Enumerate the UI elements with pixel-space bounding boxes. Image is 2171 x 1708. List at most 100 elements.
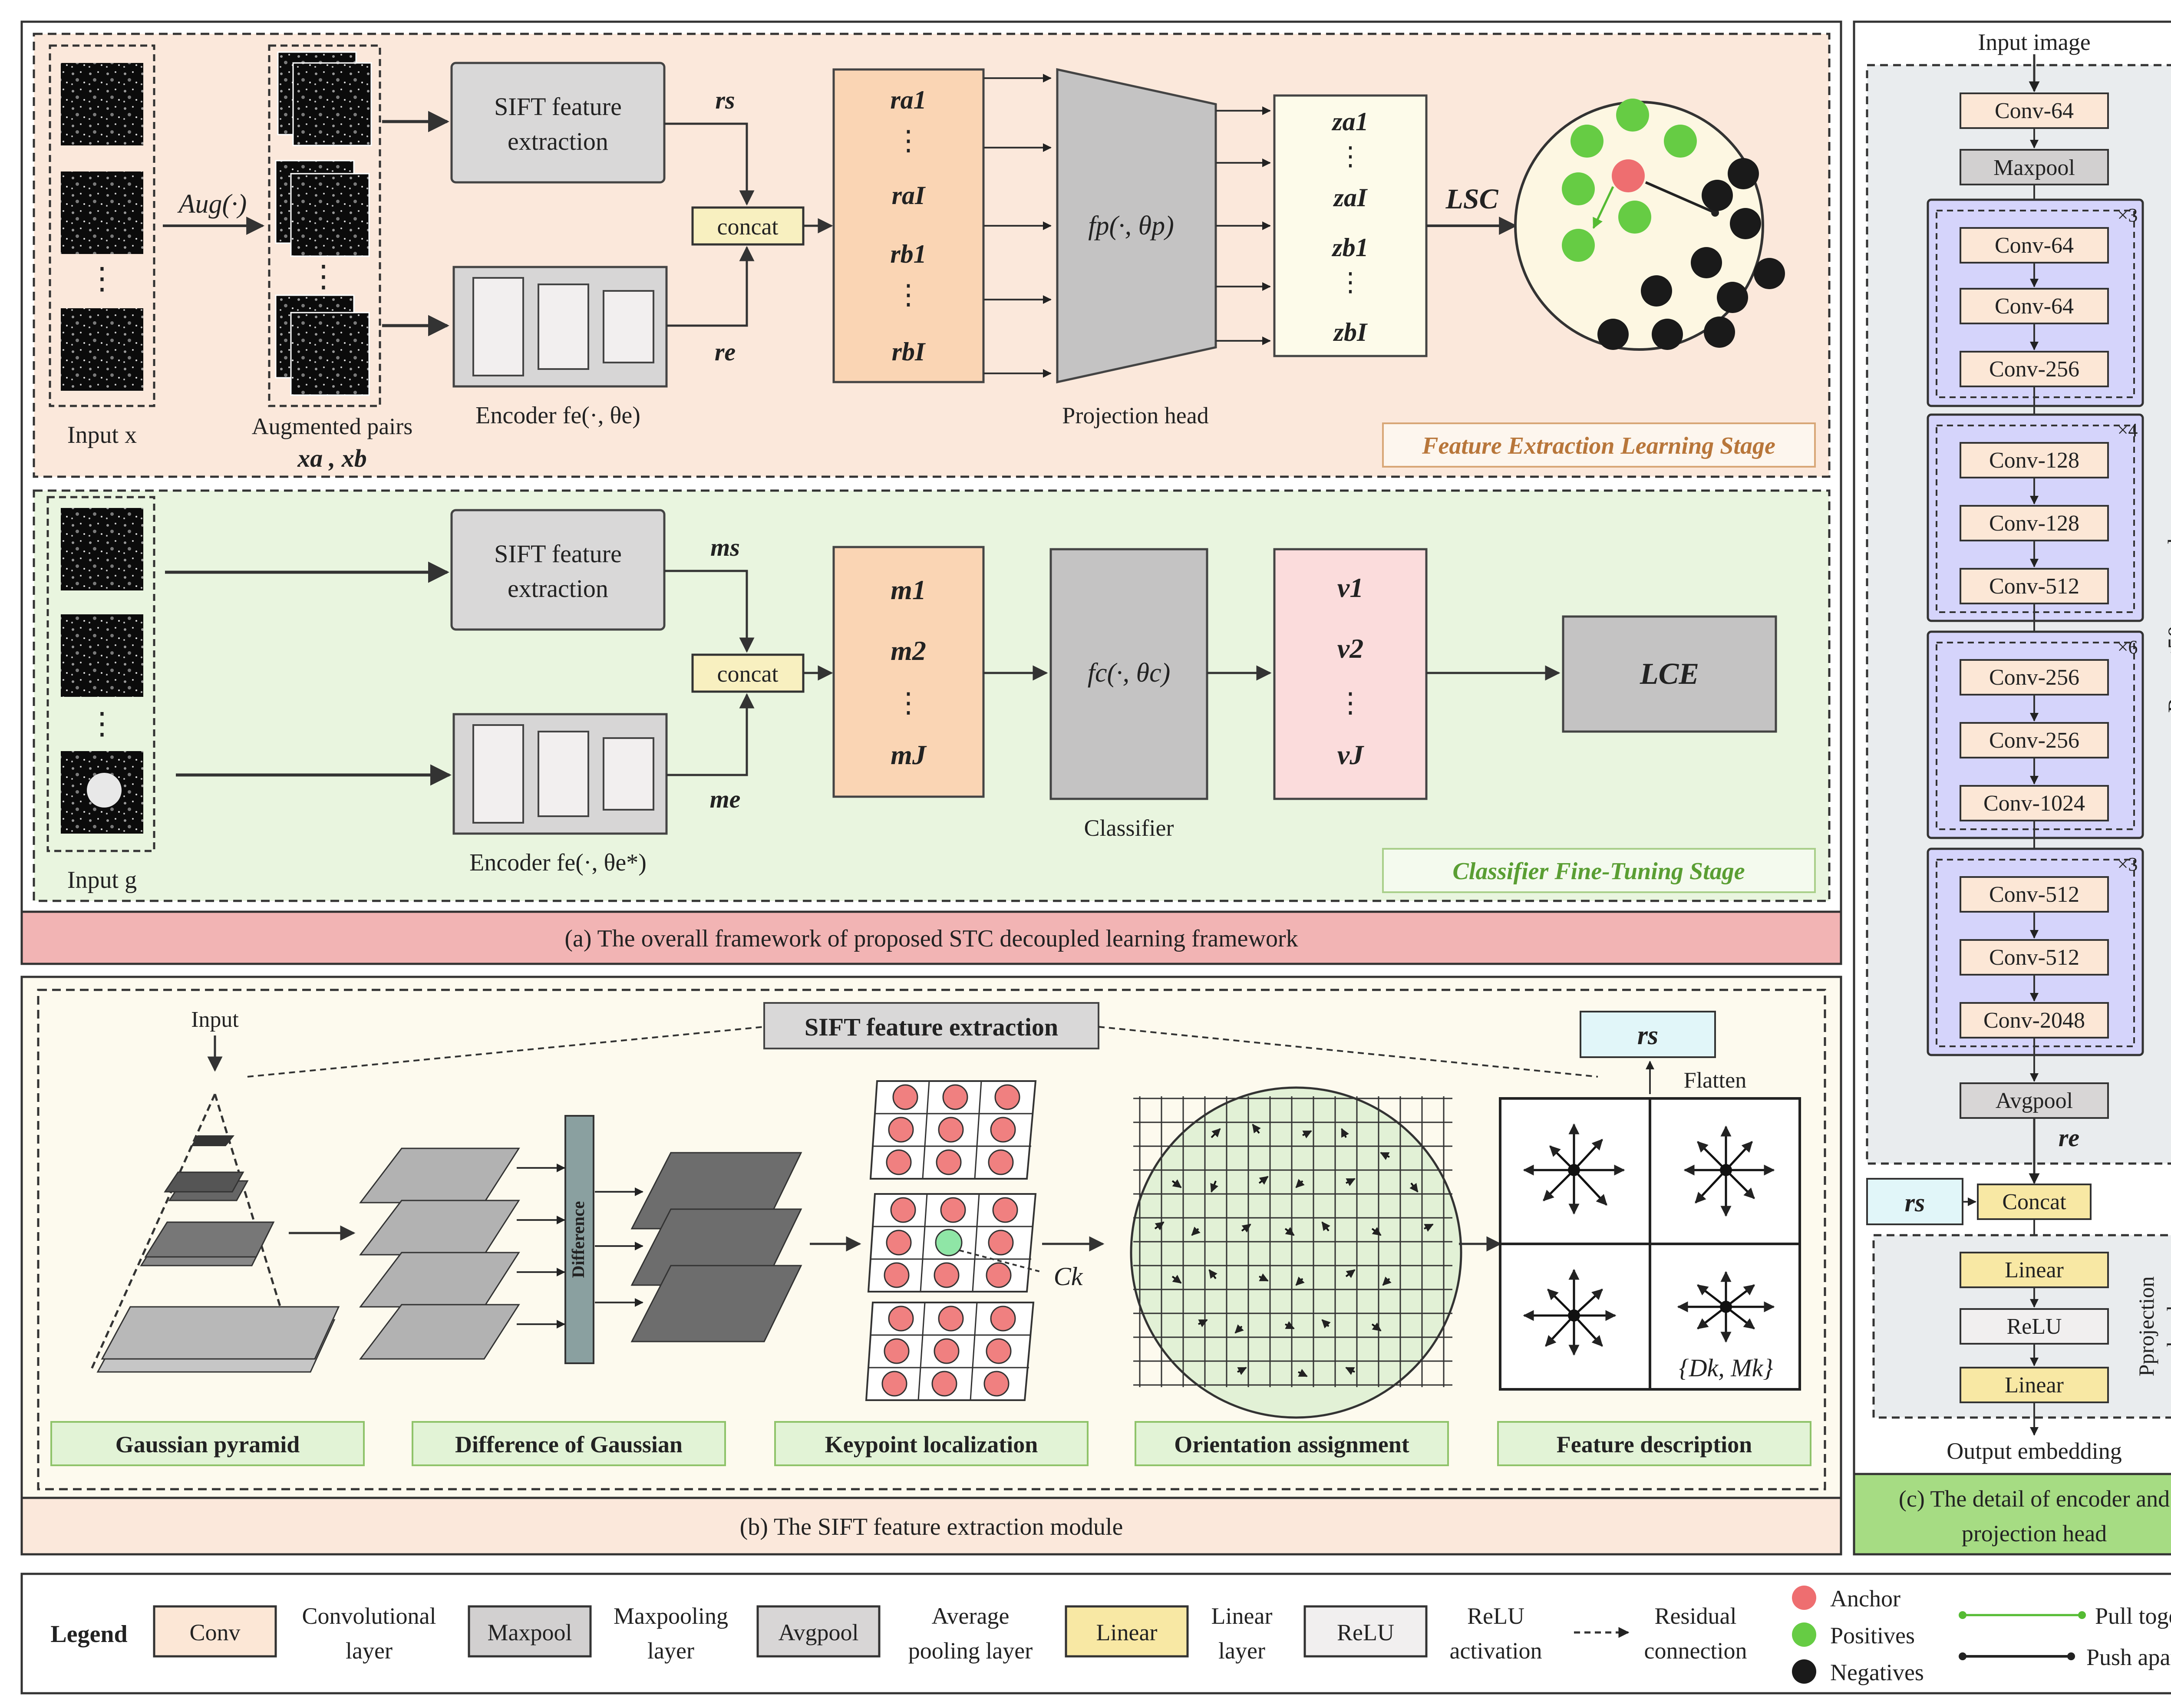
ellipsis-icon: ⋮	[87, 262, 117, 296]
step-gaussian-pyramid: Gaussian pyramid	[115, 1431, 300, 1457]
stage2-label: Classifier Fine-Tuning Stage	[1452, 858, 1745, 885]
legend-title: Legend	[50, 1621, 127, 1648]
concat-box	[691, 206, 805, 246]
negative-point	[1754, 258, 1785, 289]
input-label-b: Input	[191, 1007, 239, 1032]
block4-rep: ×3	[2118, 854, 2138, 875]
dk-mk-label: {Dk, Mk}	[1679, 1354, 1773, 1382]
legend-relu-swatch	[1303, 1605, 1428, 1658]
caption-c-box	[1853, 1473, 2171, 1556]
v-ellipsis: ⋮	[1336, 687, 1364, 718]
block2-layer3: Conv-512	[1989, 574, 2079, 599]
legend-linear-box: Linear	[1096, 1619, 1158, 1645]
legend-negatives: Negatives	[1830, 1659, 1924, 1685]
block1-layer3: Conv-256	[1989, 357, 2079, 382]
embedding-ellipsis: ⋮	[1337, 142, 1363, 171]
rs-label-c: rs	[1905, 1188, 1925, 1217]
sift-line1: SIFT feature	[494, 92, 622, 121]
negative-point	[1597, 319, 1629, 350]
avgpool-box	[1960, 1082, 2109, 1119]
rs-label: rs	[715, 86, 735, 114]
feature-column	[832, 68, 985, 383]
encoder-label-ft: Encoder fe(·, θe*)	[469, 849, 647, 876]
anchor-point	[1612, 159, 1645, 192]
sift-line1-ft: SIFT feature	[494, 540, 622, 568]
ms-label: ms	[710, 533, 740, 561]
input-x-group	[49, 44, 155, 407]
proj-side-line1: Pprojection	[2134, 1276, 2158, 1377]
legend-relu-line1: ReLU	[1467, 1603, 1524, 1629]
caption-c-line1: (c) The detail of encoder and	[1899, 1486, 2170, 1512]
caption-a: (a) The overall framework of proposed ST…	[564, 925, 1298, 952]
negative-point	[1728, 158, 1759, 189]
step-feature-description: Feature description	[1557, 1431, 1752, 1457]
negative-point	[1730, 208, 1761, 239]
concat-box-c	[1977, 1184, 2092, 1220]
m1: m1	[891, 574, 926, 605]
sift-box	[450, 62, 666, 184]
maxpool-label: Maxpool	[1993, 155, 2075, 180]
positive-point	[1618, 201, 1651, 234]
block4-layer2: Conv-512	[1989, 945, 2079, 970]
panel-b: SIFT feature extraction Input	[20, 976, 1842, 1556]
embedding-zaI: zaI	[1333, 183, 1368, 212]
legend-maxpool-box: Maxpool	[488, 1619, 572, 1645]
re-label: re	[715, 338, 736, 366]
sift-box-ft	[450, 509, 666, 631]
stage2-label-box	[1382, 848, 1816, 893]
input-image	[61, 171, 143, 254]
re-label-c: re	[2059, 1124, 2079, 1152]
block3-layer2: Conv-256	[1989, 728, 2079, 753]
aug-function: Aug(·)	[177, 189, 247, 219]
step-gaussian-pyramid-box	[50, 1421, 365, 1466]
rs-output-box	[1580, 1011, 1716, 1058]
me-label: me	[710, 785, 741, 813]
block3-layer1: Conv-256	[1989, 665, 2079, 690]
proj-side-line2: head	[2162, 1306, 2171, 1347]
input-x-label: Input x	[67, 422, 137, 448]
relu-box	[1960, 1308, 2109, 1345]
input-g-group	[46, 496, 155, 852]
ellipsis-icon: ⋮	[87, 707, 117, 741]
loss-ce: LCE	[1640, 657, 1699, 691]
rs-box-c	[1866, 1178, 1963, 1225]
legend-avgpool-line2: pooling layer	[908, 1638, 1033, 1664]
block3-layer3: Conv-1024	[1983, 791, 2085, 816]
vJ: vJ	[1337, 739, 1364, 770]
v-column	[1273, 548, 1428, 800]
step-keypoint-box	[774, 1421, 1089, 1466]
block4-layer3: Conv-2048	[1983, 1008, 2085, 1033]
negative-point	[1641, 275, 1672, 307]
negative-point	[1652, 319, 1683, 350]
encoder-side-label: Resnet50 as encoder	[2163, 520, 2171, 713]
step-orientation: Orientation assignment	[1174, 1431, 1409, 1457]
block1-layer1: Conv-64	[1995, 233, 2074, 258]
positive-point	[1571, 125, 1604, 158]
panel-a: ⋮ Input x Aug(·) ⋮ Augmented pairs xa , …	[20, 20, 1842, 965]
input-g-label: Input g	[67, 867, 137, 894]
classifier-function: fc(·, θc)	[1088, 658, 1171, 688]
legend-relu-line2: activation	[1450, 1638, 1542, 1664]
caption-a-box	[20, 910, 1842, 965]
legend-positive-dot	[1792, 1622, 1816, 1647]
feature-ellipsis: ⋮	[894, 279, 922, 310]
sift-line2-ft: extraction	[508, 574, 608, 603]
dog-right-stack	[630, 1152, 802, 1342]
augmented-pairs-label: Augmented pairs	[252, 413, 412, 439]
embedding-za1: za1	[1331, 107, 1368, 136]
linear1-label: Linear	[2005, 1258, 2064, 1283]
flatten-label: Flatten	[1684, 1068, 1746, 1093]
negative-point	[1691, 247, 1722, 278]
legend-push: Push apart	[2086, 1644, 2171, 1670]
legend-avgpool-swatch	[756, 1605, 881, 1658]
legend-anchor: Anchor	[1830, 1586, 1900, 1612]
feature-raI: raI	[892, 181, 926, 210]
loss-ce-box	[1562, 615, 1777, 733]
projection-head-label: Projection head	[1062, 402, 1208, 429]
legend-maxpool-line1: Maxpooling	[614, 1603, 728, 1629]
input-image	[61, 63, 143, 145]
legend-residual-line1: Residual	[1655, 1603, 1737, 1629]
sift-title-box	[763, 1002, 1099, 1049]
legend-pull: Pull together	[2095, 1603, 2171, 1629]
classifier-box	[1049, 548, 1208, 800]
